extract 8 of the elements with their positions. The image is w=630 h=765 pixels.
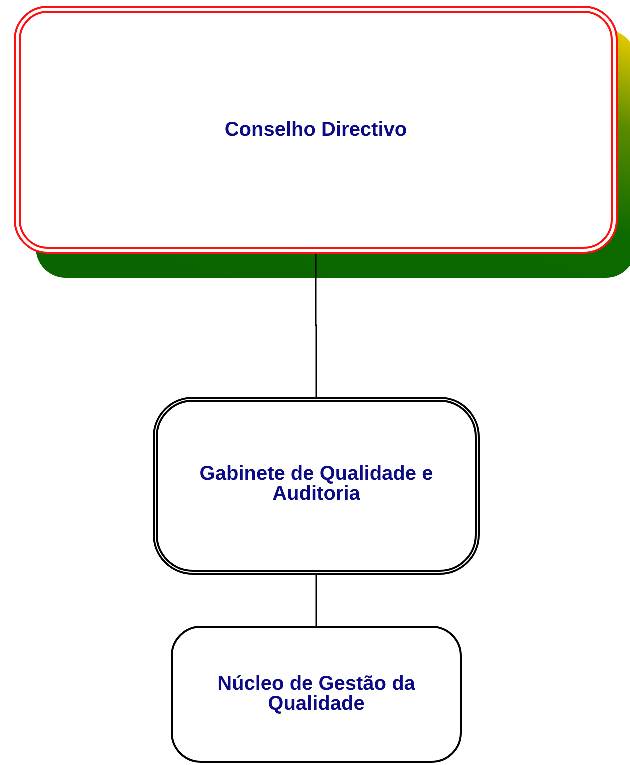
unit-name: Núcleo de Gestão da Qualidade <box>216 674 416 714</box>
unit-name: Gabinete de Qualidade e Auditoria <box>198 464 434 504</box>
connector-line <box>316 575 318 626</box>
unit-name: Conselho Directivo <box>224 120 408 140</box>
org-box <box>14 6 618 254</box>
org-box <box>171 626 462 763</box>
connector-line <box>315 254 318 397</box>
org-box <box>153 397 480 575</box>
